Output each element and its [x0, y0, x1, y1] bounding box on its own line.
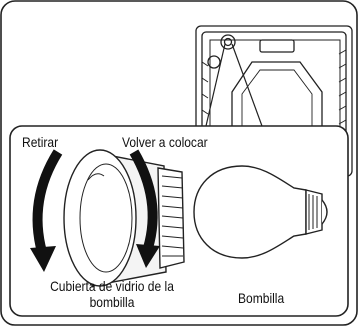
replace-label: Volver a colocar — [122, 134, 208, 150]
bulb-label: Bombilla — [238, 290, 285, 306]
glass-cover — [63, 149, 185, 287]
replace-arrow-icon — [129, 149, 160, 268]
glass-cover-label-line2: bombilla — [89, 294, 135, 310]
remove-label: Retirar — [22, 134, 59, 150]
zoom-lines — [205, 43, 263, 127]
light-bulb — [193, 165, 328, 259]
glass-cover-label: Cubierta de vidrio de la — [50, 278, 174, 294]
remove-arrow-icon — [30, 149, 63, 272]
